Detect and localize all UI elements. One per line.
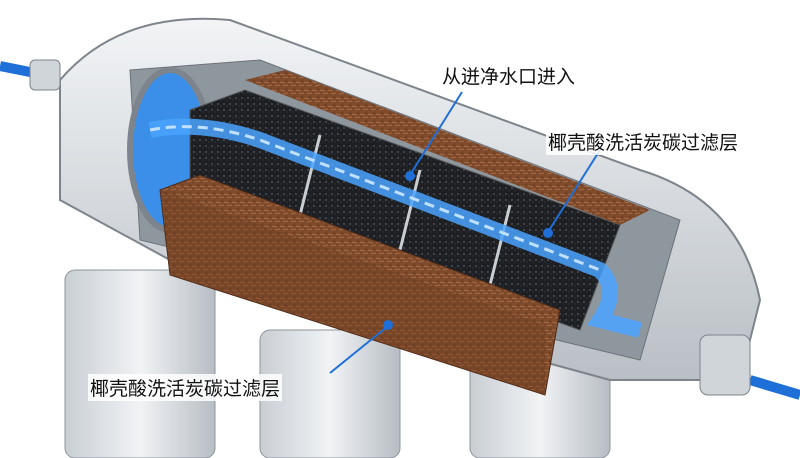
inlet-leader-line	[409, 91, 463, 176]
upper-layer-label: 椰壳酸洗活炭碳过滤层	[546, 128, 741, 155]
inlet-label: 从迸净水口进入	[440, 62, 578, 89]
upper-leader-line	[547, 149, 601, 233]
outlet-pipe	[748, 375, 800, 400]
outlet-fitting	[699, 334, 751, 396]
water-flow	[148, 118, 642, 338]
upper-coconut-layer	[245, 70, 650, 225]
lower-layer-label: 椰壳酸洗活炭碳过滤层	[88, 374, 283, 401]
canister-left	[64, 269, 216, 458]
inlet-fitting	[29, 59, 61, 91]
lower-coconut-layer	[159, 174, 561, 396]
lower-leader-line	[329, 325, 389, 374]
